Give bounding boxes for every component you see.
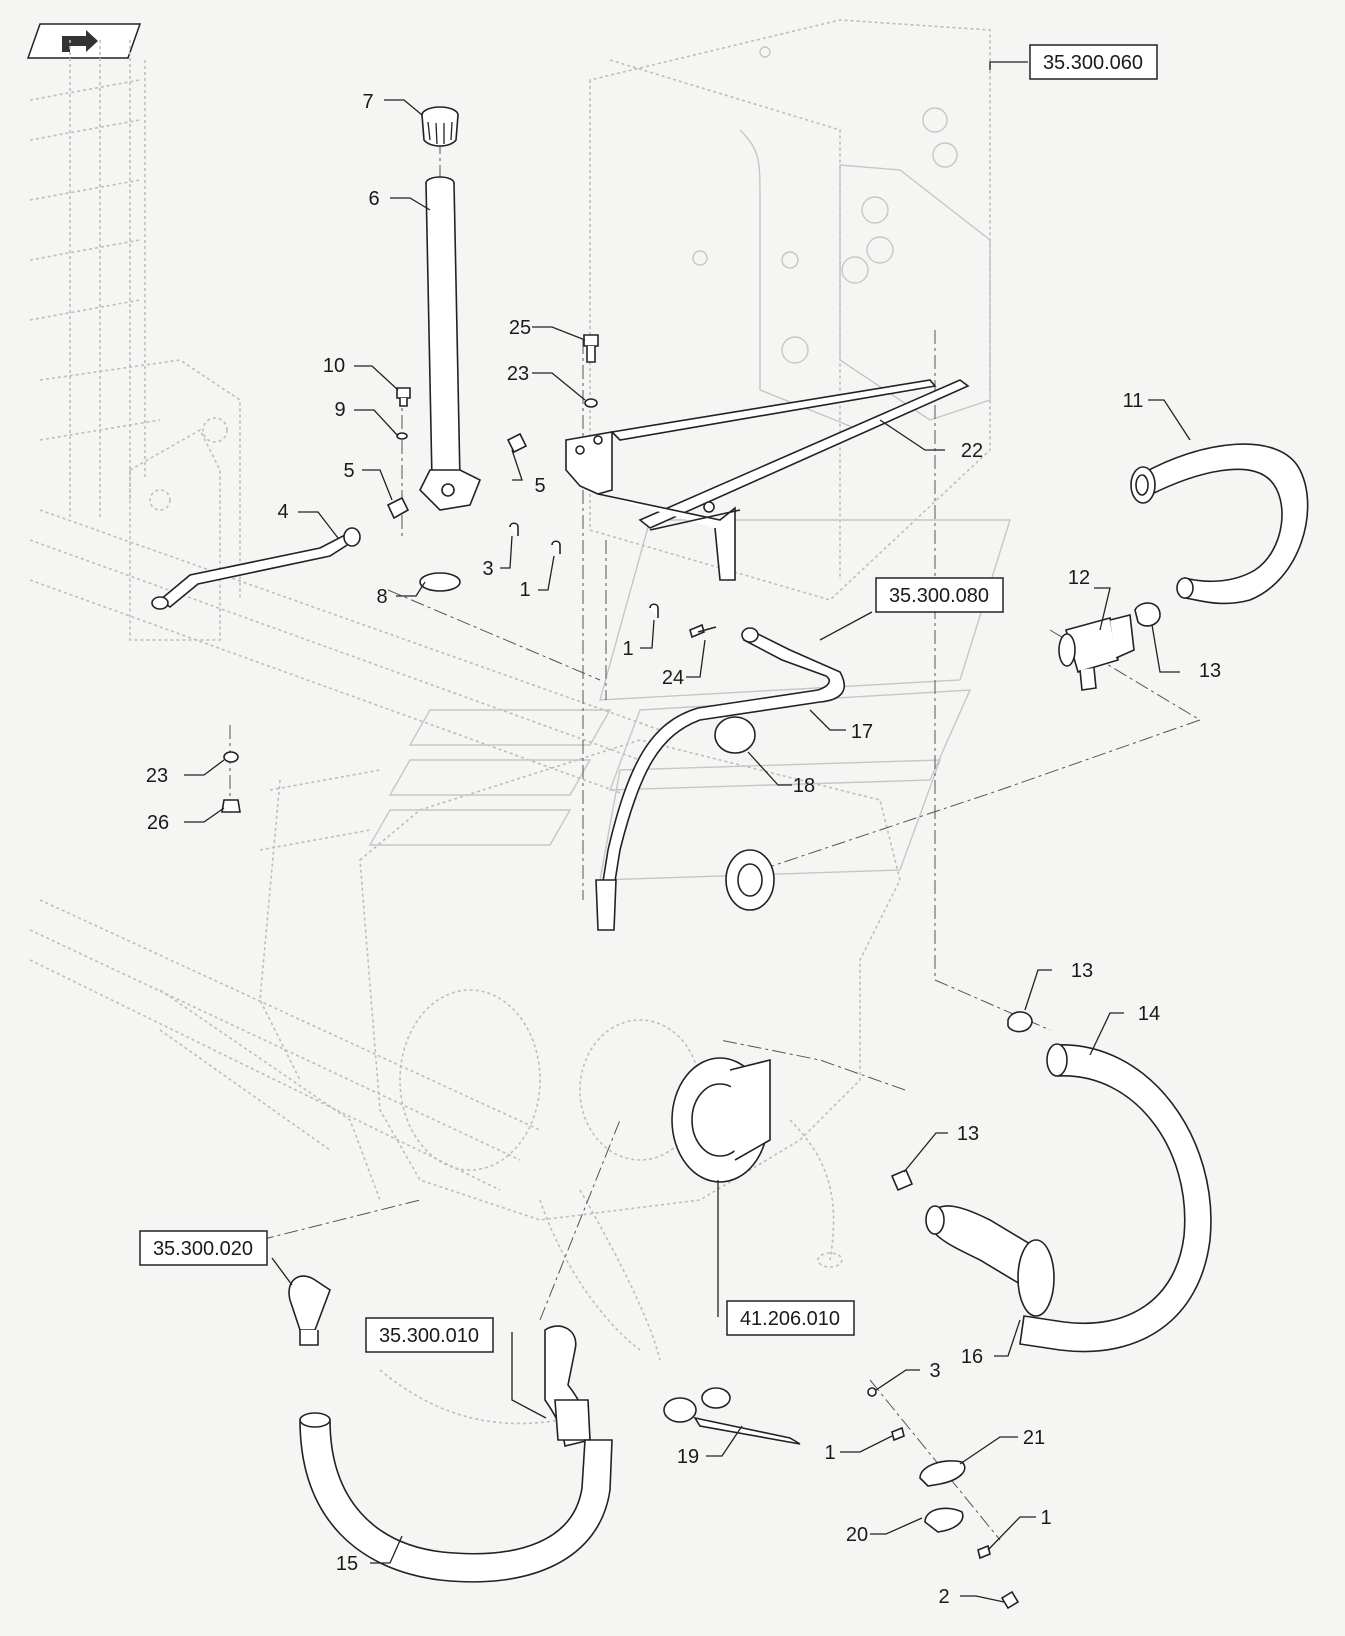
callout-4: 4 xyxy=(277,501,288,523)
svg-text:41.206.010: 41.206.010 xyxy=(740,1308,840,1330)
ref-41-206-010[interactable]: 41.206.010 xyxy=(726,1300,855,1336)
clamp-13c xyxy=(890,1168,914,1192)
callout-8: 8 xyxy=(376,586,387,608)
hose-fitting xyxy=(544,1325,591,1447)
callout-18: 18 xyxy=(793,775,815,797)
svg-text:35.300.080: 35.300.080 xyxy=(889,585,989,607)
callout-24: 24 xyxy=(662,667,684,689)
clip-1b xyxy=(649,603,659,618)
callout-1b: 1 xyxy=(622,638,633,660)
nut-26 xyxy=(221,799,241,813)
callout-15: 15 xyxy=(336,1553,358,1575)
return-arrow-icon xyxy=(62,30,98,52)
callout-11: 11 xyxy=(1123,390,1144,412)
svg-text:35.300.010: 35.300.010 xyxy=(379,1325,479,1347)
hose-15 xyxy=(299,1412,613,1583)
bolt xyxy=(396,387,411,407)
hose-14 xyxy=(1019,1043,1212,1353)
callout-26: 26 xyxy=(147,812,169,834)
callout-10: 10 xyxy=(323,355,345,377)
pin-3a xyxy=(509,522,519,536)
callout-19: 19 xyxy=(677,1446,699,1468)
filler-cap xyxy=(421,106,459,147)
svg-text:35.300.020: 35.300.020 xyxy=(153,1238,253,1260)
clip-1a xyxy=(551,540,561,554)
callout-6: 6 xyxy=(368,188,379,210)
tee-fitting xyxy=(1058,614,1135,691)
clip-1c xyxy=(891,1426,905,1442)
washer xyxy=(396,432,408,440)
pump xyxy=(671,849,775,1183)
callout-20: 20 xyxy=(846,1524,868,1546)
callout-13a: 13 xyxy=(1199,660,1221,682)
callout-12: 12 xyxy=(1068,567,1090,589)
background-frame-ghost xyxy=(29,19,1011,1425)
ref-35-300-020[interactable]: 35.300.020 xyxy=(139,1230,268,1266)
hose-end-16 xyxy=(925,1205,1055,1317)
callout-22: 22 xyxy=(961,440,983,462)
callout-5a: 5 xyxy=(343,460,354,482)
clamp-18 xyxy=(714,716,756,754)
callout-21: 21 xyxy=(1023,1427,1045,1449)
fitting-left xyxy=(386,496,410,520)
fitting-right xyxy=(506,432,528,454)
callout-13c: 13 xyxy=(957,1123,979,1145)
ref-35-300-060[interactable]: 35.300.060 xyxy=(1029,44,1158,80)
callout-17: 17 xyxy=(851,721,873,743)
bracket xyxy=(565,379,970,581)
callout-5b: 5 xyxy=(534,475,545,497)
callout-3b: 3 xyxy=(929,1360,940,1382)
clamp-13a xyxy=(1134,602,1161,627)
washer-23a xyxy=(584,398,598,408)
callout-14: 14 xyxy=(1138,1003,1160,1025)
ref-35-300-010[interactable]: 35.300.010 xyxy=(365,1317,494,1353)
clamp-19 xyxy=(663,1387,801,1445)
bolt-25 xyxy=(583,334,599,363)
pipe xyxy=(151,527,361,610)
callout-23b: 23 xyxy=(146,765,168,787)
clamp-13b xyxy=(1007,1011,1033,1033)
clip-1d xyxy=(977,1544,991,1560)
clamp-20 xyxy=(924,1507,964,1533)
hose-17 xyxy=(595,627,845,931)
callout-1c: 1 xyxy=(824,1442,835,1464)
clamp-21 xyxy=(919,1460,966,1487)
svg-text:35.300.060: 35.300.060 xyxy=(1043,52,1143,74)
hose-11 xyxy=(1130,443,1309,605)
washer-23b xyxy=(223,751,239,763)
callout-23a: 23 xyxy=(507,363,529,385)
callout-13b: 13 xyxy=(1071,960,1093,982)
bolt-24 xyxy=(689,623,717,639)
ref-35-300-080[interactable]: 35.300.080 xyxy=(875,577,1004,613)
callout-3a: 3 xyxy=(482,558,493,580)
callout-16: 16 xyxy=(961,1346,983,1368)
callout-1d: 1 xyxy=(1040,1507,1051,1529)
bolt-2 xyxy=(1000,1590,1020,1610)
callout-labels: 7 6 10 9 5 5 4 3 1 8 25 23 22 11 12 13 1… xyxy=(146,91,1221,1608)
callout-7: 7 xyxy=(362,91,373,113)
callout-1a: 1 xyxy=(519,579,530,601)
return-button[interactable] xyxy=(26,23,142,59)
callout-2: 2 xyxy=(938,1586,949,1608)
pin-3b xyxy=(867,1387,877,1397)
leader-lines xyxy=(184,61,1191,1603)
o-ring xyxy=(419,572,461,592)
callout-9: 9 xyxy=(334,399,345,421)
elbow-fitting xyxy=(288,1275,331,1346)
filler-tube xyxy=(419,176,482,511)
callout-25: 25 xyxy=(509,317,531,339)
